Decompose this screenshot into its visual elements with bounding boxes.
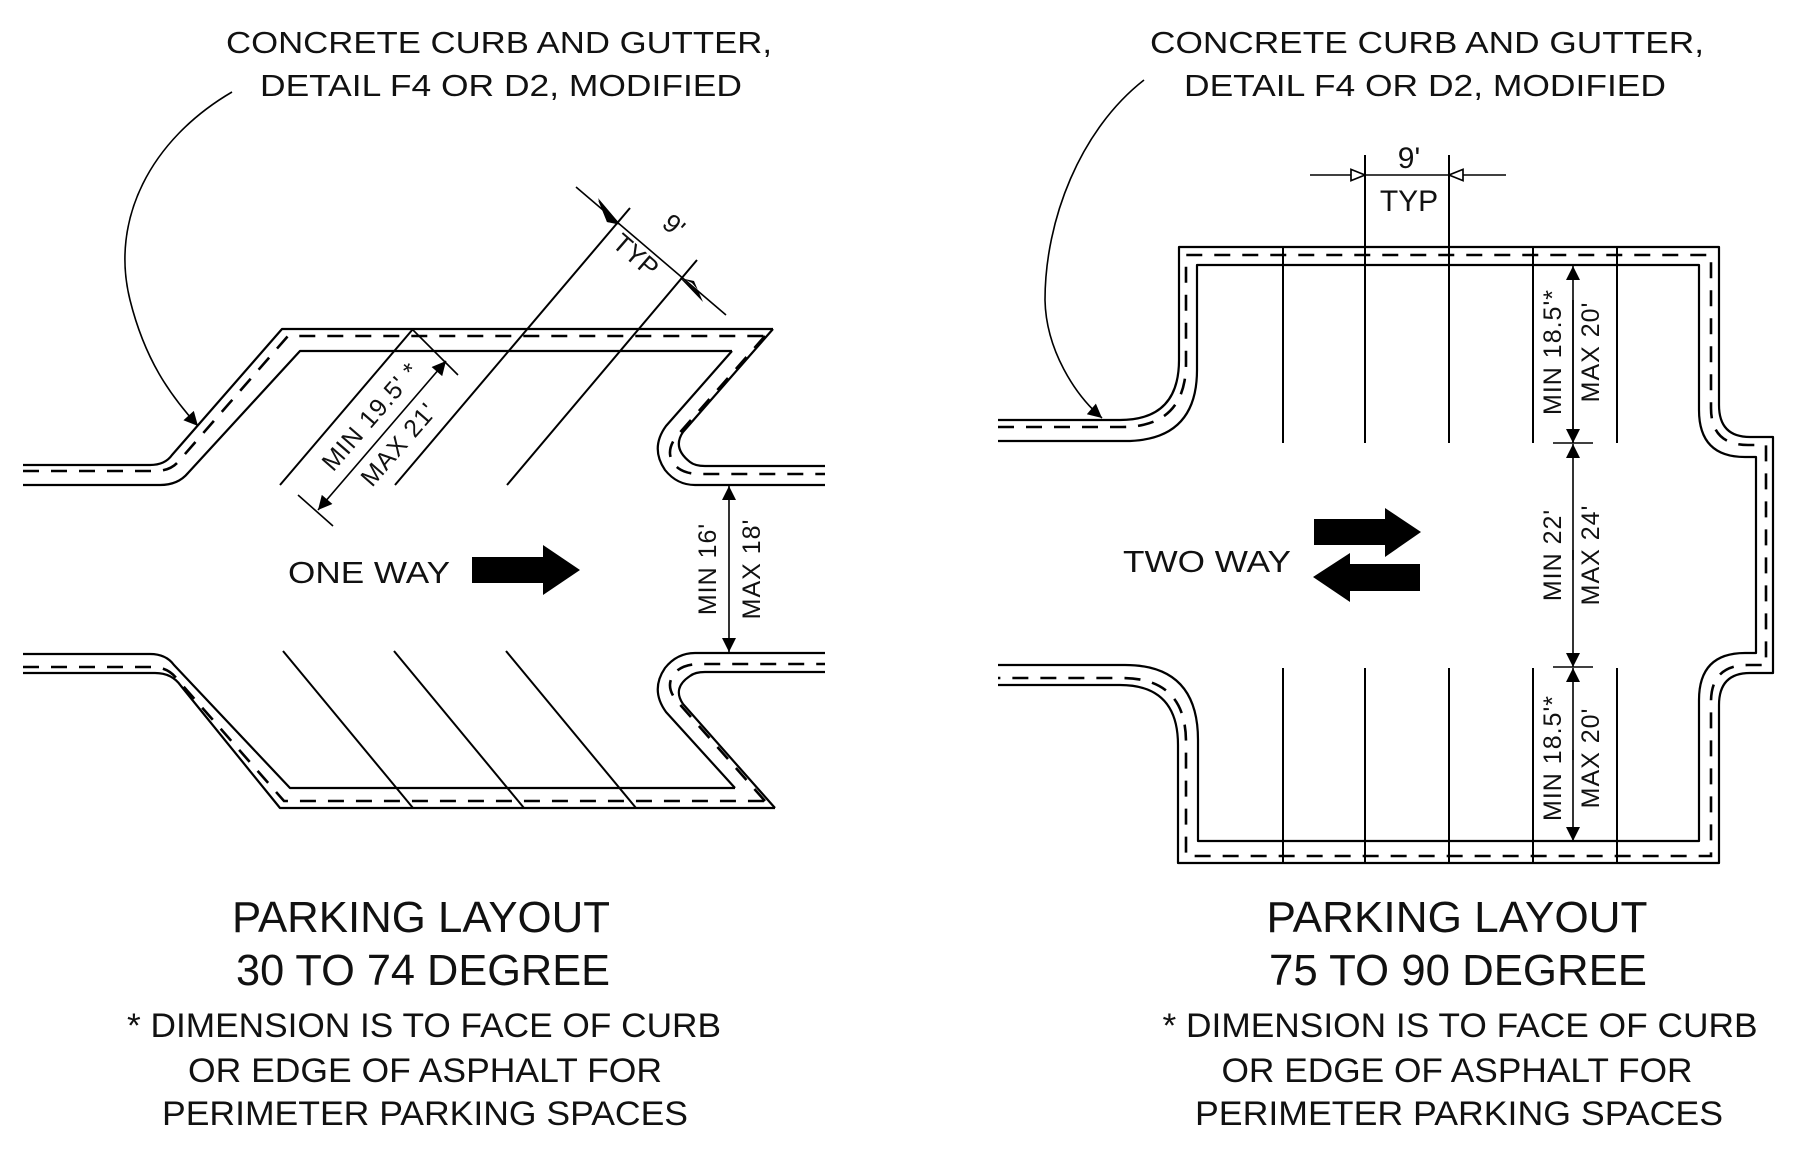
arrow-right-icon: [1314, 508, 1421, 557]
left-callout-line2: DETAIL F4 OR D2, MODIFIED: [260, 68, 742, 103]
stall-line: [393, 650, 525, 809]
right-depth-dimensions: MIN 18.5'* MAX 20' MIN 22' MAX 24' MIN 1…: [1539, 266, 1605, 841]
right-title-line2: 75 TO 90 DEGREE: [1269, 946, 1647, 995]
left-curb-and-gutter: [23, 327, 825, 810]
left-lower-stall-lines: [282, 650, 637, 809]
right-callout-line1: CONCRETE CURB AND GUTTER,: [1150, 25, 1704, 60]
arrow-left-icon: [1313, 553, 1420, 602]
right-top-stall-min: MIN 18.5'*: [1539, 289, 1567, 415]
right-aisle-min: MIN 22': [1539, 509, 1567, 601]
curb-inner-line: [23, 652, 735, 790]
left-aisle-max: MAX 18': [738, 519, 766, 620]
gutter-line: [668, 335, 825, 476]
curb-outer-line: [677, 670, 825, 809]
curb-outer-line: [23, 327, 773, 467]
extension-line: [412, 329, 459, 376]
dimension-line: [317, 360, 447, 511]
left-title-line1: PARKING LAYOUT: [232, 893, 610, 942]
arrowhead-icon: [598, 200, 621, 225]
left-note-line2: OR EDGE OF ASPHALT FOR: [188, 1052, 662, 1090]
arrowhead-icon: [598, 198, 620, 224]
right-lower-stall-lines: [1282, 668, 1618, 863]
right-parking-layout: CONCRETE CURB AND GUTTER, DETAIL F4 OR D…: [998, 25, 1775, 1133]
arrowhead-icon: [680, 277, 703, 302]
left-callout-line1: CONCRETE CURB AND GUTTER,: [226, 25, 772, 60]
curb-inner-line: [23, 349, 732, 487]
stall-line: [505, 650, 637, 809]
left-aisle-min: MIN 16': [694, 523, 722, 615]
left-note-line1: * DIMENSION IS TO FACE OF CURB: [127, 1007, 721, 1045]
two-way-arrows-icon: [1313, 508, 1421, 602]
one-way-label: ONE WAY: [288, 555, 450, 590]
right-bottom-stall-max: MAX 20': [1577, 708, 1605, 809]
stall-line: [506, 259, 698, 486]
curb-inner-line: [998, 263, 1758, 843]
right-note-line1: * DIMENSION IS TO FACE OF CURB: [1163, 1007, 1758, 1045]
gutter-line: [23, 665, 765, 803]
curb-inner-line: [656, 651, 825, 789]
right-note-line3: PERIMETER PARKING SPACES: [1195, 1095, 1723, 1133]
right-aisle-max: MAX 24': [1577, 505, 1605, 606]
left-stall-width-typ: TYP: [607, 227, 665, 283]
left-callout-leader-arrow-icon: [124, 91, 233, 427]
arrow-right-icon: [472, 545, 580, 595]
right-stall-width-value: 9': [1398, 142, 1420, 175]
curb-outer-line: [23, 671, 775, 810]
right-stall-width-typ: TYP: [1380, 185, 1438, 218]
right-note-line2: OR EDGE OF ASPHALT FOR: [1222, 1052, 1693, 1090]
left-stall-width-dimension: 9' TYP: [575, 186, 727, 316]
curb-outer-line: [677, 328, 825, 468]
gutter-line: [998, 253, 1768, 858]
right-stall-width-dimension: 9' TYP: [1310, 142, 1506, 218]
right-callout-leader-arrow-icon: [1044, 79, 1145, 419]
left-parking-layout: CONCRETE CURB AND GUTTER, DETAIL F4 OR D…: [23, 25, 825, 1133]
left-title-line2: 30 TO 74 DEGREE: [236, 946, 610, 995]
right-curb-and-gutter: [998, 245, 1775, 865]
gutter-line: [668, 662, 825, 802]
right-upper-stall-lines: [1282, 155, 1618, 443]
left-aisle-dimension: MIN 16' MAX 18': [694, 486, 766, 652]
right-callout-line2: DETAIL F4 OR D2, MODIFIED: [1184, 68, 1666, 103]
right-top-stall-max: MAX 20': [1577, 302, 1605, 403]
left-note-line3: PERIMETER PARKING SPACES: [162, 1095, 688, 1133]
curb-inner-line: [656, 350, 825, 487]
gutter-line: [23, 334, 765, 473]
right-bottom-stall-min: MIN 18.5'*: [1539, 695, 1567, 821]
curb-outer-line: [998, 245, 1775, 865]
left-stall-depth-dimension: MIN 19.5' * MAX 21': [297, 329, 459, 527]
extension-line: [297, 494, 334, 527]
stall-line: [282, 650, 414, 809]
left-stall-width-value: 9': [657, 208, 691, 243]
two-way-label: TWO WAY: [1123, 544, 1291, 579]
right-title-line1: PARKING LAYOUT: [1267, 893, 1648, 942]
